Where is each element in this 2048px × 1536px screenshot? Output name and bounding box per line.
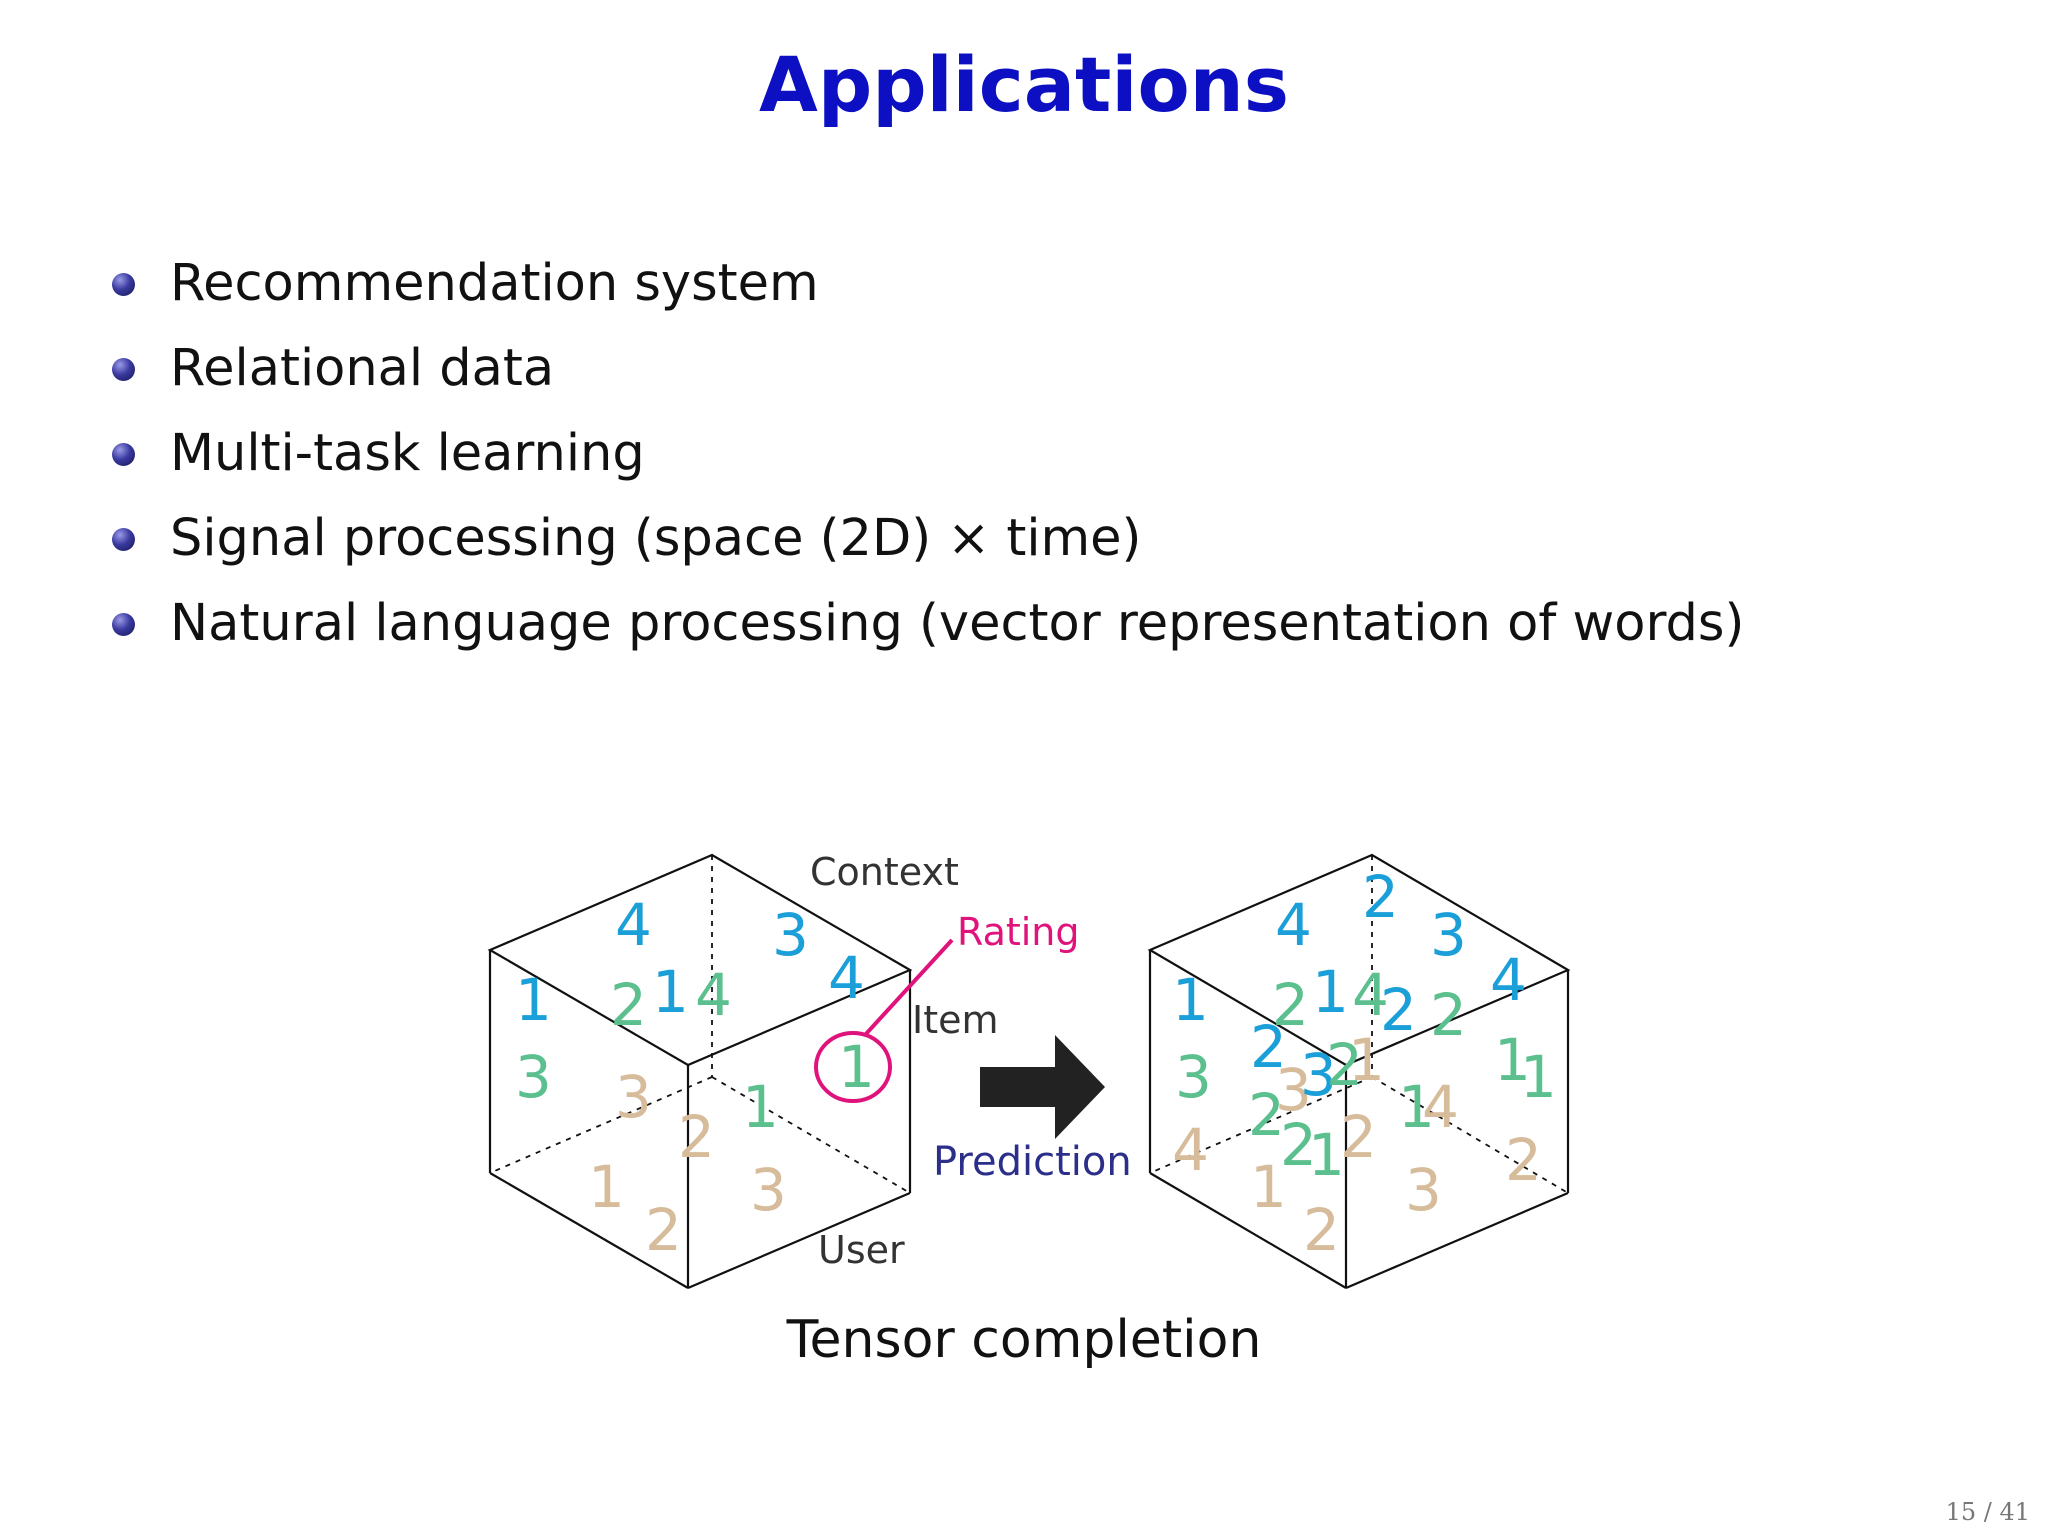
- bullet-item: Natural language processing (vector repr…: [112, 588, 1744, 673]
- left-cube: [487, 853, 913, 1290]
- rating-highlight: [814, 938, 954, 1103]
- cube-number: 1: [1308, 1121, 1345, 1189]
- cube-number: 2: [610, 971, 647, 1039]
- cube-number: 3: [515, 1043, 552, 1111]
- cube-number: 2: [1380, 976, 1417, 1044]
- cube-number: 3: [1405, 1156, 1442, 1224]
- bullet-icon: [112, 358, 135, 381]
- cube-number: 3: [750, 1156, 787, 1224]
- bullet-item: Multi-task learning: [112, 418, 1744, 503]
- cube-number: 1: [1312, 958, 1349, 1026]
- figure-caption: Tensor completion: [786, 1310, 1262, 1370]
- tensor-completion-figure: 4 3 1 2 1 4 4 3 3 2 1 1 3 2 1 Context Ra…: [460, 835, 1640, 1395]
- bullet-icon: [112, 613, 135, 636]
- cube-number: 1: [1172, 966, 1209, 1034]
- cube-number: 3: [1300, 1041, 1337, 1109]
- cube-number: 2: [1248, 1081, 1285, 1149]
- page-number: 15 / 41: [1945, 1498, 2030, 1526]
- slide-title: Applications: [759, 40, 1289, 129]
- cube-number: 2: [1272, 971, 1309, 1039]
- cube-number: 1: [1250, 1153, 1287, 1221]
- cube-number: 1: [515, 966, 552, 1034]
- bullet-icon: [112, 443, 135, 466]
- cube-number: 1: [1398, 1073, 1435, 1141]
- cube-number: 1: [652, 958, 689, 1026]
- item-label: Item: [912, 998, 999, 1042]
- bullet-item: Relational data: [112, 333, 1744, 418]
- cube-number: 1: [1494, 1026, 1531, 1094]
- cube-number: 2: [1326, 1031, 1363, 1099]
- right-cube: [1147, 853, 1571, 1290]
- cube-number: 4: [1422, 1073, 1459, 1141]
- rating-label: Rating: [957, 910, 1080, 954]
- rating-number: 1: [838, 1033, 875, 1101]
- cube-number: 2: [1250, 1013, 1287, 1081]
- cube-number: 1: [1348, 1026, 1385, 1094]
- cube-number: 2: [1362, 863, 1399, 931]
- cube-number: 2: [1303, 1196, 1340, 1264]
- cube-number: 2: [1340, 1103, 1377, 1171]
- bullet-icon: [112, 528, 135, 551]
- bullet-text: Relational data: [170, 339, 555, 398]
- bullet-text: Signal processing (space (2D) × time): [170, 509, 1142, 568]
- cube-number: 4: [695, 961, 732, 1029]
- cube-number: 2: [678, 1103, 715, 1171]
- bullet-item: Signal processing (space (2D) × time): [112, 503, 1744, 588]
- bullet-item: Recommendation system: [112, 248, 1744, 333]
- cube-number: 3: [772, 901, 809, 969]
- bullet-text: Multi-task learning: [170, 424, 645, 483]
- cube-number: 3: [615, 1063, 652, 1131]
- cube-number: 4: [1275, 891, 1312, 959]
- cube-number: 4: [1172, 1116, 1209, 1184]
- cube-number: 4: [615, 891, 652, 959]
- cube-number: 4: [828, 944, 865, 1012]
- right-cube-numbers: 4 2 3 1 2 1 4 2 2 4 1 3 2 3 3 2 2 1 1 4 …: [1172, 863, 1557, 1264]
- bullet-list: Recommendation system Relational data Mu…: [112, 248, 1744, 673]
- bullet-icon: [112, 273, 135, 296]
- cube-number: 2: [1280, 1111, 1317, 1179]
- cube-number: 3: [1430, 901, 1467, 969]
- tensor-diagram: 4 3 1 2 1 4 4 3 3 2 1 1 3 2 1 Context Ra…: [487, 850, 1571, 1290]
- cube-number: 4: [1352, 961, 1389, 1029]
- prediction-label: Prediction: [933, 1139, 1132, 1185]
- cube-number: 2: [1505, 1126, 1542, 1194]
- arrow-icon: [980, 1035, 1105, 1139]
- cube-number: 1: [1520, 1043, 1557, 1111]
- cube-number: 4: [1490, 946, 1527, 1014]
- cube-number: 1: [588, 1153, 625, 1221]
- cube-number: 2: [1430, 981, 1467, 1049]
- cube-number: 2: [645, 1196, 682, 1264]
- cube-number: 3: [1175, 1043, 1212, 1111]
- cube-number: 3: [1275, 1056, 1312, 1124]
- left-cube-numbers: 4 3 1 2 1 4 4 3 3 2 1 1 3 2 1: [515, 891, 875, 1264]
- cube-number: 1: [742, 1073, 779, 1141]
- bullet-text: Recommendation system: [170, 254, 819, 313]
- user-label: User: [818, 1228, 905, 1272]
- bullet-text: Natural language processing (vector repr…: [170, 594, 1745, 653]
- context-label: Context: [810, 850, 959, 894]
